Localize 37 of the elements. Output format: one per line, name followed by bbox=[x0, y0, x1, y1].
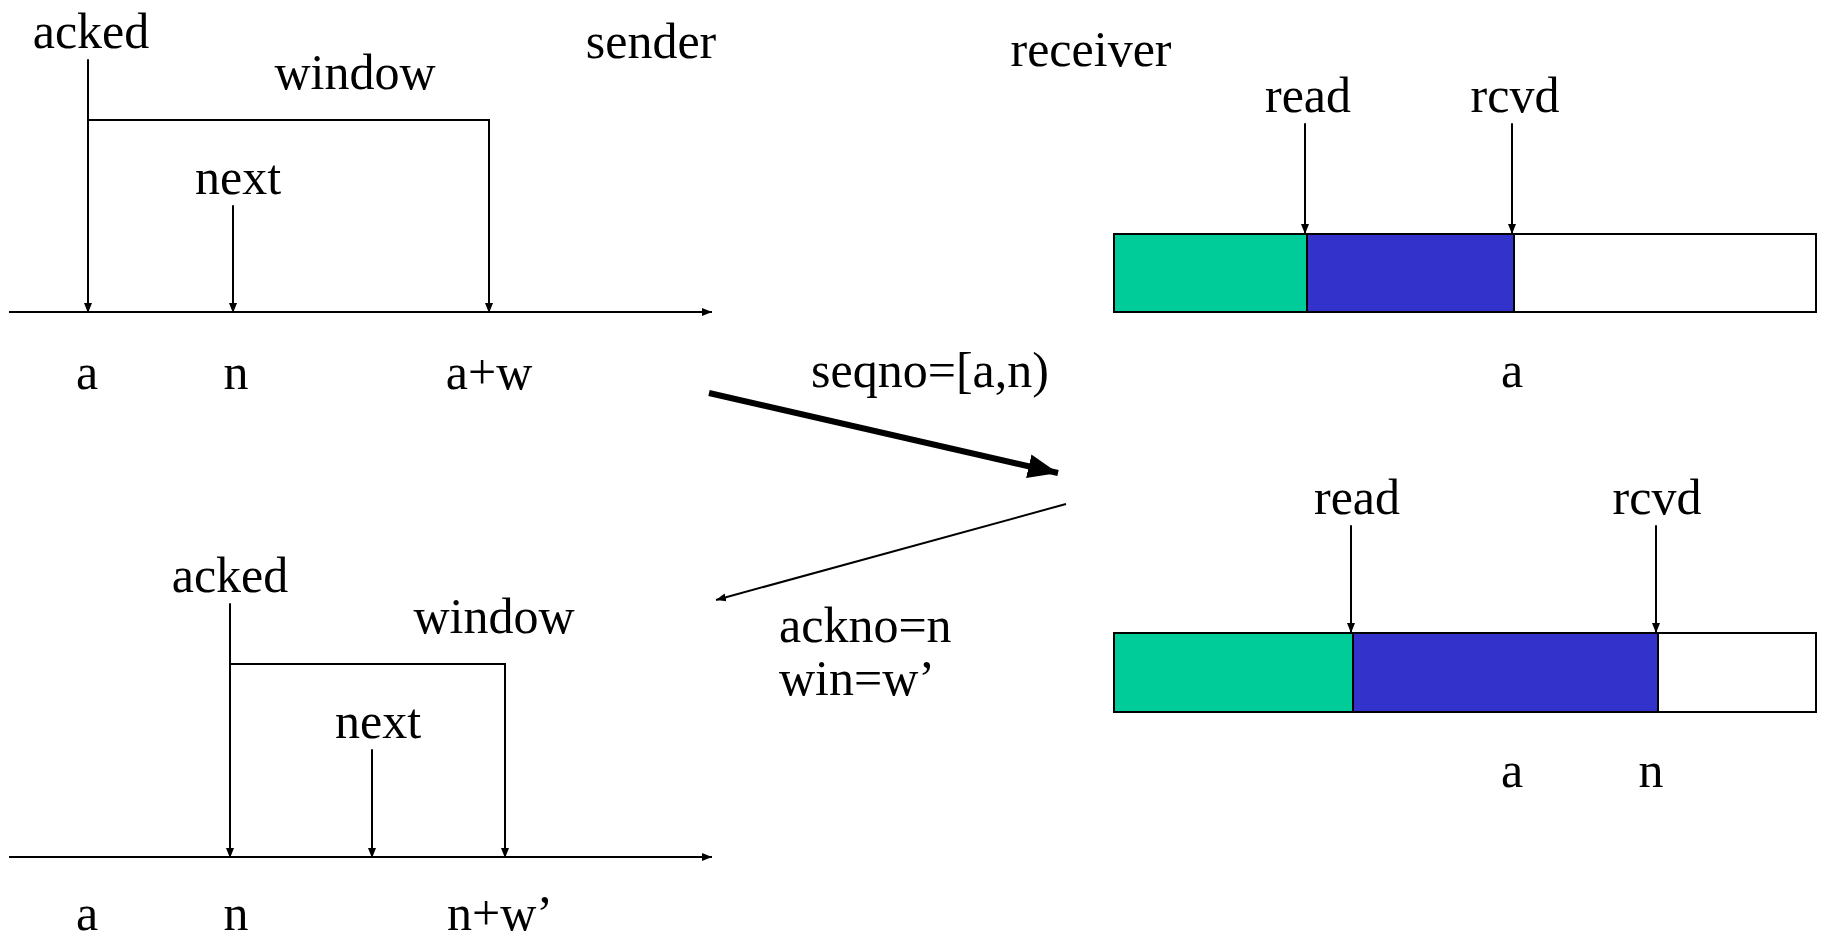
pointer-label: next bbox=[334, 694, 422, 748]
text-label: a bbox=[1500, 743, 1524, 797]
pointer-label: rcvd bbox=[1612, 470, 1702, 524]
text-label: n bbox=[223, 345, 249, 399]
text-label: receiver bbox=[1010, 22, 1172, 76]
buffer-bar bbox=[1113, 233, 1817, 313]
arrow bbox=[1508, 122, 1516, 235]
arrow bbox=[226, 602, 234, 859]
pointer-label: window bbox=[274, 45, 436, 121]
text-label: n bbox=[1638, 743, 1664, 797]
pointer-label: read bbox=[1265, 68, 1351, 122]
pointer-label: window bbox=[413, 589, 575, 665]
pointer-label: next bbox=[194, 150, 282, 204]
buffer-bar bbox=[1113, 632, 1817, 713]
text-label: a bbox=[75, 886, 99, 935]
text-label: seqno=[a,n) bbox=[811, 343, 1049, 397]
arrow bbox=[1347, 524, 1355, 634]
pointer-label: rcvd bbox=[1470, 68, 1560, 122]
text-label: a bbox=[1500, 343, 1524, 397]
text-label: n+w’ bbox=[447, 886, 553, 935]
text-label: a+w bbox=[445, 345, 533, 399]
bracket-arrow bbox=[87, 119, 493, 314]
pointer-label: acked bbox=[32, 4, 150, 58]
text-label: n bbox=[223, 886, 249, 935]
arrow bbox=[229, 204, 237, 314]
axis-arrow bbox=[8, 308, 713, 316]
text-label: sender bbox=[585, 14, 717, 68]
arrow bbox=[368, 748, 376, 859]
arrow bbox=[1301, 122, 1309, 235]
arrow bbox=[84, 58, 92, 314]
axis-arrow bbox=[8, 853, 713, 861]
text-label: a bbox=[75, 345, 99, 399]
pointer-label: read bbox=[1314, 470, 1400, 524]
arrow bbox=[1652, 524, 1660, 634]
text-label: ackno=n win=w’ bbox=[779, 598, 953, 704]
pointer-label: acked bbox=[171, 548, 289, 602]
bracket-arrow bbox=[229, 663, 509, 859]
